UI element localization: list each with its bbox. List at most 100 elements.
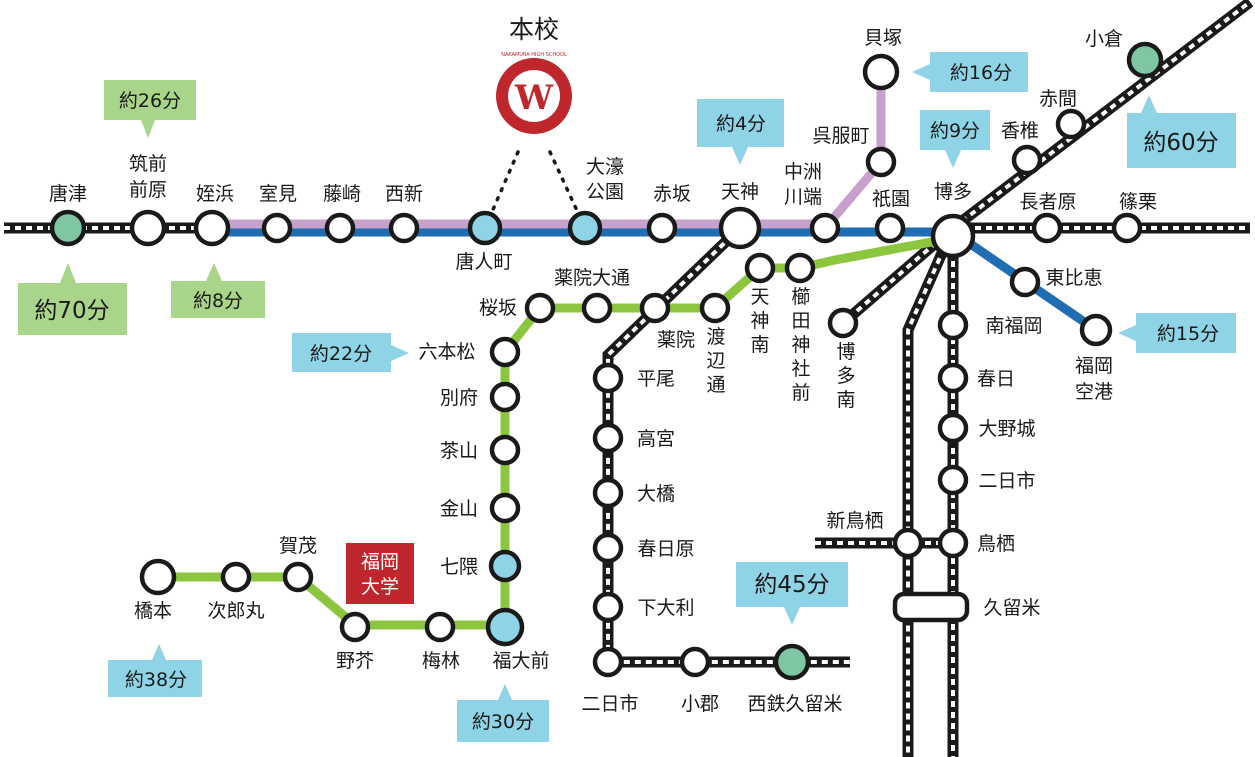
station-ogori[interactable] [679,646,711,678]
station-watanabe-dori[interactable] [699,292,731,324]
station-hashimoto[interactable] [139,558,177,596]
station-futsukaichi-east[interactable] [937,464,969,496]
station-higashi-hie[interactable] [1009,266,1041,298]
svg-text:約4分: 約4分 [716,113,766,135]
tag-kokura: 約60分 [1127,95,1236,168]
station-onojo[interactable] [937,412,969,444]
tag-nishitetsu-kurume: 約45分 [736,562,848,625]
label-yakuin-odori: 薬院大通 [554,267,630,289]
station-yakuin-odori[interactable] [581,292,613,324]
station-fujisaki[interactable] [324,212,356,244]
station-jirohmaru[interactable] [220,561,252,593]
svg-text:約15分: 約15分 [1157,323,1219,345]
station-umebayashi[interactable] [424,611,456,643]
label-muromi: 室見 [259,183,297,205]
station-gofukumachi[interactable] [865,146,897,178]
university-line2: 大学 [361,576,399,598]
station-tosu[interactable] [937,527,969,559]
label-kashii: 香椎 [1001,120,1039,142]
label-futsukaichi-east: 二日市 [978,470,1035,492]
station-hakata[interactable] [930,213,976,259]
label-watanabe-1: 渡 [706,326,725,348]
label-nishitetsu-kurume: 西鉄久留米 [747,693,842,715]
station-kashii[interactable] [1011,144,1043,176]
station-shimoori[interactable] [592,591,624,623]
emblem-text: NAKAMURA HIGH SCHOOL [501,52,567,58]
label-yakuin: 薬院 [657,329,695,351]
label-watanabe-2: 辺 [706,350,725,372]
label-hakata: 博多 [934,181,972,203]
svg-text:約22分: 約22分 [310,343,372,365]
label-fukuoka-kuko-1: 福岡 [1075,355,1113,377]
station-kushida-jinja-mae[interactable] [784,252,816,284]
station-kamo[interactable] [282,561,314,593]
station-sakurazaka[interactable] [524,292,556,324]
station-akasaka[interactable] [646,212,678,244]
station-nishitetsu-kurume[interactable] [773,643,811,681]
label-ohashi: 大橋 [637,483,675,505]
station-kaizuka[interactable] [862,53,900,91]
station-tojinmachi[interactable] [467,210,503,246]
label-tenjin-minami-3: 南 [750,334,769,356]
tag-fukudaimae: 約30分 [457,684,549,742]
label-chikuzen-maebaru-2: 前原 [129,179,167,201]
svg-text:約30分: 約30分 [472,711,534,733]
station-hirao[interactable] [592,362,624,394]
station-tenjin[interactable] [718,206,762,250]
station-ohori-koen[interactable] [567,210,603,246]
station-gion[interactable] [874,212,906,244]
station-nanakuma[interactable] [488,549,522,583]
kurume-station-box [892,591,970,623]
station-befu[interactable] [489,381,521,413]
station-noke[interactable] [339,611,371,643]
station-tenjin-minami[interactable] [744,252,776,284]
label-gion: 祇園 [872,188,910,210]
label-chayama: 茶山 [440,440,478,462]
label-sakurazaka: 桜坂 [479,297,517,319]
station-nakasu-kawabata[interactable] [809,212,841,244]
svg-text:約70分: 約70分 [34,298,109,324]
station-nishijin[interactable] [388,212,420,244]
station-hakata-minami[interactable] [827,307,859,339]
tag-tenjin: 約4分 [697,99,784,165]
tag-chikuzen-maebaru: 約26分 [104,80,196,138]
university-line1: 福岡 [361,551,399,573]
svg-text:W: W [514,78,554,118]
station-chayama[interactable] [489,434,521,466]
station-futsukaichi-west[interactable] [592,646,624,678]
time-tags: 約70分 約26分 約8分 約4分 約16分 約9分 約60分 [18,52,1236,742]
station-kasuga[interactable] [937,362,969,394]
label-kasugabaru: 春日原 [637,538,694,560]
station-akama[interactable] [1055,108,1087,140]
station-yakuin[interactable] [639,292,671,324]
label-kanayama: 金山 [440,498,478,520]
station-sasaguri[interactable] [1111,212,1143,244]
station-kokura[interactable] [1126,41,1164,79]
station-shin-tosu[interactable] [892,527,924,559]
label-futsukaichi-west: 二日市 [581,693,638,715]
label-tenjin: 天神 [721,181,759,203]
label-chikuzen-maebaru-1: 筑前 [129,153,167,175]
station-fukuoka-kuko[interactable] [1079,313,1113,347]
label-jirohmaru: 次郎丸 [207,600,264,622]
station-ropponmatsu[interactable] [489,336,521,368]
station-muromi[interactable] [261,212,293,244]
svg-text:約16分: 約16分 [950,62,1012,84]
label-kushida-1: 櫛 [791,286,810,308]
label-ohori-koen-1: 大濠 [586,156,624,178]
label-kamo: 賀茂 [279,535,317,557]
station-minami-fukuoka[interactable] [937,309,969,341]
station-ohashi[interactable] [592,477,624,509]
station-chikuzen-maebaru[interactable] [129,209,167,247]
station-takamiya[interactable] [592,422,624,454]
station-kasugabaru[interactable] [592,532,624,564]
label-kushida-4: 社 [791,358,810,380]
station-chojabaru[interactable] [1031,212,1063,244]
label-ogori: 小郡 [681,693,719,715]
station-karatsu[interactable] [49,209,87,247]
station-meinohama[interactable] [193,209,231,247]
station-fukudaimae[interactable] [485,607,525,647]
label-ohori-koen-2: 公園 [586,181,624,203]
label-befu: 別府 [440,387,478,409]
station-kanayama[interactable] [489,492,521,524]
